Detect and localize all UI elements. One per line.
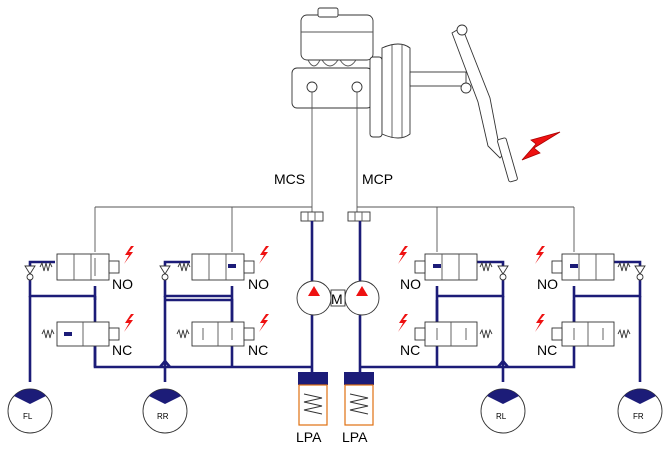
rl-inlet-valve <box>414 253 509 281</box>
pedal-pad <box>497 137 518 183</box>
rr-outlet-valve <box>176 321 255 347</box>
reservoir-cap <box>317 7 339 18</box>
brake-fluid-reservoir <box>300 14 374 61</box>
mcp-label: MCP <box>362 171 393 187</box>
wheel-fr-label: FR <box>633 412 644 421</box>
lpa-left <box>298 372 328 426</box>
wheel-rl-label: RL <box>496 412 507 421</box>
fl-no-label: NO <box>112 276 133 292</box>
return-pump-right <box>344 280 380 316</box>
lpa-right-label: LPA <box>342 429 368 445</box>
lpa-right <box>344 372 374 426</box>
master-cylinder-assembly <box>291 7 561 183</box>
fl-outlet-valve <box>41 321 120 347</box>
isolation-valve-secondary <box>300 211 324 222</box>
motor-label: M <box>331 291 343 307</box>
rr-inlet-valve <box>159 253 255 281</box>
brake-booster <box>381 43 411 139</box>
fr-no-label: NO <box>537 276 558 292</box>
rl-no-label: NO <box>400 276 421 292</box>
wheel-brake-rr <box>142 388 188 434</box>
rr-nc-label: NC <box>248 342 268 358</box>
wheel-brake-rl <box>480 388 526 434</box>
rr-no-solenoid-icon <box>259 246 269 264</box>
fl-nc-label: NC <box>112 342 132 358</box>
fr-inlet-valve <box>551 253 646 281</box>
mcs-label: MCS <box>274 171 305 187</box>
fl-nc-solenoid-icon <box>124 314 134 332</box>
pump-motor <box>330 289 346 307</box>
fr-nc-solenoid-icon <box>535 314 545 332</box>
rl-nc-label: NC <box>400 342 420 358</box>
wheel-rr-label: RR <box>157 412 169 421</box>
rl-outlet-valve <box>414 321 493 347</box>
fl-no-solenoid-icon <box>124 246 134 264</box>
secondary-port <box>306 81 318 93</box>
wheel-fl-label: FL <box>23 412 33 421</box>
fr-nc-label: NC <box>537 342 557 358</box>
push-rod <box>409 71 467 87</box>
fl-inlet-valve <box>24 253 120 281</box>
rr-no-label: NO <box>248 276 269 292</box>
wheel-brake-fl <box>7 388 53 434</box>
lpa-left-label: LPA <box>296 429 322 445</box>
rl-no-solenoid-icon <box>398 246 408 264</box>
rl-nc-solenoid-icon <box>398 314 408 332</box>
pedal-force-arrow <box>521 131 561 161</box>
wheel-brake-fr <box>617 388 663 434</box>
brake-pedal <box>451 24 518 183</box>
rr-nc-solenoid-icon <box>259 314 269 332</box>
fr-outlet-valve <box>551 321 631 347</box>
primary-port <box>351 81 363 93</box>
fr-no-solenoid-icon <box>535 246 545 264</box>
isolation-valve-primary <box>347 211 371 222</box>
return-pump-left <box>296 280 332 316</box>
